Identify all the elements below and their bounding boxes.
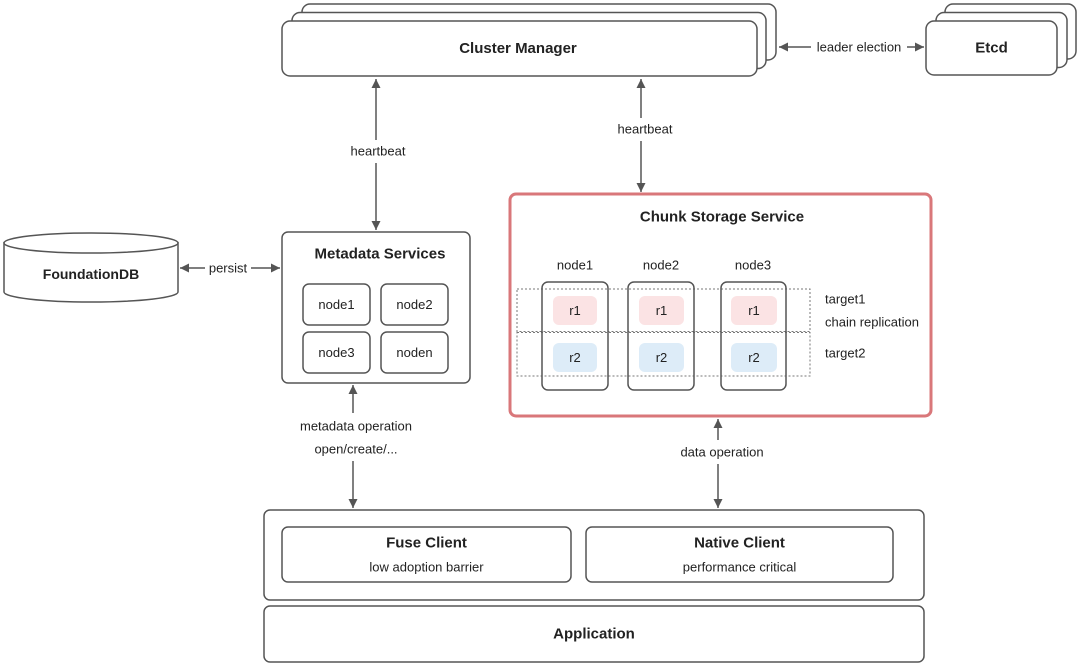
- replica-node2-target1: [639, 296, 684, 325]
- application: Application: [263, 605, 925, 663]
- native-client-subtitle: performance critical: [683, 560, 797, 575]
- heartbeat-metadata-label: heartbeat: [351, 144, 406, 159]
- etcd: Etcd: [925, 3, 1077, 76]
- cluster-manager-box: [281, 20, 758, 77]
- chunk-node-2-label: node2: [643, 258, 679, 273]
- chunk-node-1-label: node1: [557, 258, 593, 273]
- metadata-services-title: Metadata Services: [315, 246, 446, 263]
- replica-node2-target2: [639, 343, 684, 372]
- chunk-node-2-column: [627, 281, 695, 391]
- metadata-operation-link: metadata operation open/create/...: [300, 385, 412, 508]
- cluster-manager: Cluster Manager: [281, 3, 777, 77]
- chunk-node-3-label: node3: [735, 258, 771, 273]
- leader-election-label: leader election: [817, 40, 902, 55]
- data-operation-label: data operation: [680, 445, 763, 460]
- replica-node1-target2: [553, 343, 597, 372]
- metadata-operation-examples: open/create/...: [314, 442, 397, 457]
- target2-label: target2: [825, 346, 865, 361]
- data-operation-link: data operation: [680, 419, 764, 508]
- chunk-node-3-column: [720, 281, 787, 391]
- metadata-node-3-box: [302, 331, 371, 374]
- foundationdb-cylinder-body: [3, 242, 179, 303]
- metadata-node-2-label: node2: [396, 297, 432, 312]
- application-box: [263, 605, 925, 663]
- replica-node1-target1-label: r1: [569, 303, 581, 318]
- replica-node2-target2-label: r2: [656, 350, 668, 365]
- foundationdb-cylinder-top: [3, 232, 179, 254]
- chunk-storage-service: Chunk Storage Service node1 node2 node3 …: [508, 192, 933, 418]
- etcd-label: Etcd: [975, 40, 1008, 57]
- application-label: Application: [553, 626, 635, 643]
- replica-node3-target2: [731, 343, 777, 372]
- persist-label: persist: [209, 261, 248, 276]
- replica-node1-target2-label: r2: [569, 350, 581, 365]
- clients: Fuse Client low adoption barrier Native …: [263, 509, 925, 601]
- metadata-operation-label: metadata operation: [300, 419, 412, 434]
- replica-node3-target2-label: r2: [748, 350, 760, 365]
- cluster-manager-label: Cluster Manager: [459, 40, 577, 57]
- heartbeat-link-metadata: heartbeat: [351, 79, 406, 230]
- metadata-node-n-label: noden: [396, 345, 432, 360]
- fuse-client-subtitle: low adoption barrier: [369, 560, 484, 575]
- metadata-node-1-label: node1: [318, 297, 354, 312]
- fuse-client-box: [281, 526, 572, 583]
- replica-node2-target1-label: r1: [656, 303, 668, 318]
- native-client-title: Native Client: [694, 535, 785, 552]
- heartbeat-link-chunk: heartbeat: [618, 79, 673, 192]
- metadata-node-n-box: [380, 331, 449, 374]
- metadata-node-2-box: [380, 283, 449, 326]
- chunk-node-1-column: [541, 281, 609, 391]
- metadata-services: Metadata Services node1 node2 node3 node…: [281, 231, 471, 384]
- chunk-storage-title: Chunk Storage Service: [640, 209, 804, 226]
- metadata-node-3-label: node3: [318, 345, 354, 360]
- etcd-box: [925, 20, 1058, 76]
- chain-replication-label: chain replication: [825, 315, 919, 330]
- fuse-client-title: Fuse Client: [386, 535, 467, 552]
- foundationdb-label: FoundationDB: [43, 266, 139, 282]
- metadata-node-1-box: [302, 283, 371, 326]
- replica-node1-target1: [553, 296, 597, 325]
- native-client-box: [585, 526, 894, 583]
- leader-election-link: leader election: [779, 40, 924, 55]
- persist-link: persist: [180, 261, 280, 276]
- heartbeat-chunk-label: heartbeat: [618, 122, 673, 137]
- target1-label: target1: [825, 292, 865, 307]
- replica-node3-target1-label: r1: [748, 303, 760, 318]
- replica-node3-target1: [731, 296, 777, 325]
- foundationdb: FoundationDB: [3, 232, 179, 303]
- target1-group-outline: [516, 288, 811, 332]
